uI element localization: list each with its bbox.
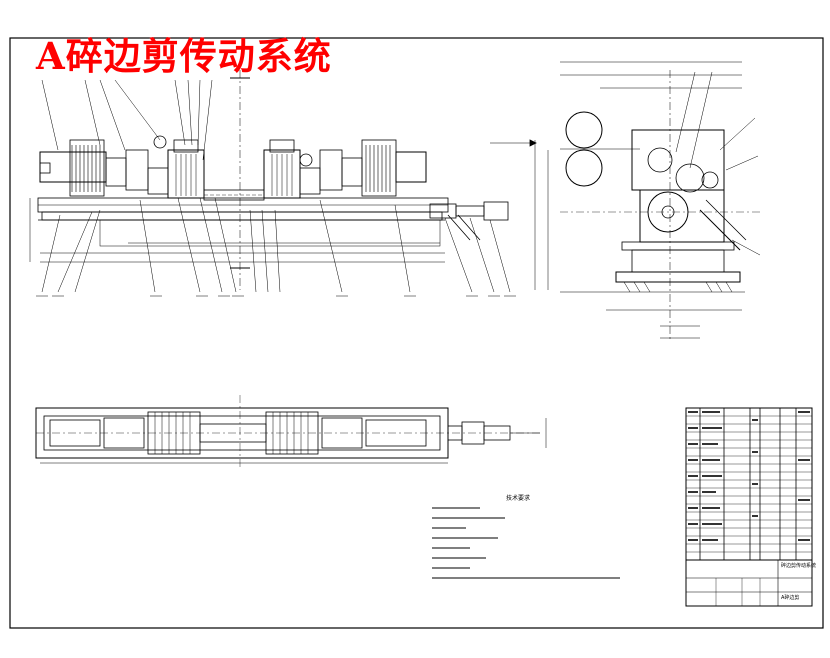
outer-frame [9,37,824,629]
parts-list-table [685,407,813,607]
title-block-name: 碎边剪传动系统 [781,563,817,569]
side-view [534,61,761,340]
title-block-code: A碎边剪 [781,595,800,601]
plan-view [35,395,547,470]
drawing-title: A碎边剪传动系统 [36,34,332,78]
technical-notes-lines [432,507,620,579]
technical-notes-heading: 技术要求 [506,495,531,502]
front-view [29,70,537,297]
